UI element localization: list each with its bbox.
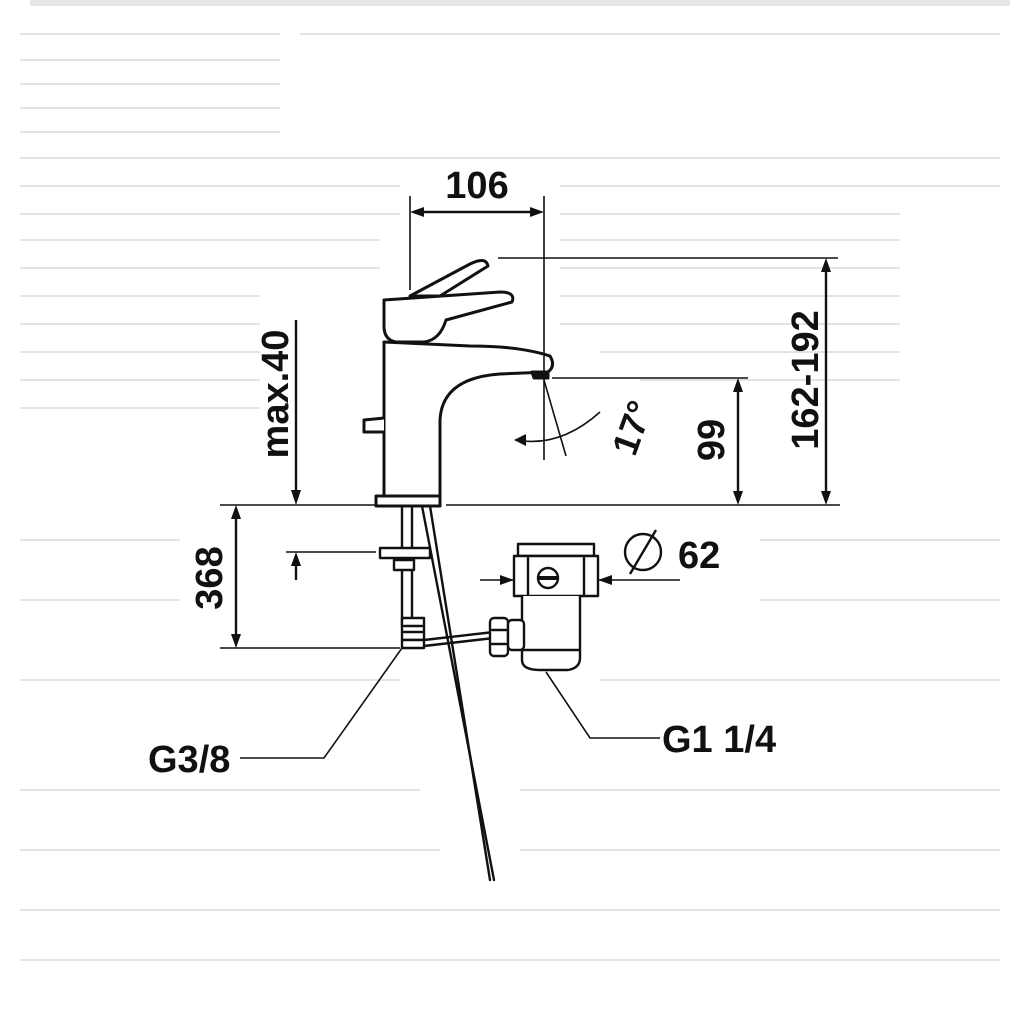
label-thickness-max: max.40	[255, 330, 297, 459]
diameter-symbol-icon	[623, 529, 663, 575]
dimension-lines	[220, 196, 840, 759]
label-spout-angle: 17°	[604, 395, 661, 460]
label-width-top: 106	[445, 165, 508, 207]
label-connection-supply: G3/8	[148, 739, 230, 781]
label-height-total: 162-192	[785, 310, 827, 449]
label-height-spout: 99	[691, 419, 733, 461]
label-connection-waste: G1 1/4	[662, 719, 776, 761]
background-ghost-text	[20, 33, 1000, 961]
waste-drain	[506, 542, 600, 672]
label-hose-length: 368	[189, 546, 231, 609]
label-waste-diameter: 62	[678, 535, 720, 577]
faucet-body	[362, 259, 555, 508]
top-band	[30, 0, 1010, 6]
mounting-assembly	[378, 504, 510, 882]
dimension-labels: 106 162-192 99 max.40 368 62 17° G3/8 G1…	[148, 165, 827, 781]
